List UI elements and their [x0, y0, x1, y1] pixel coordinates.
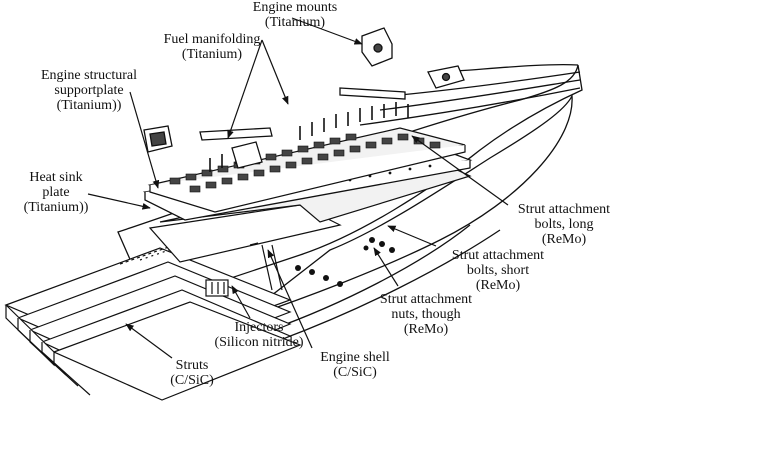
label-line: (Titanium)	[264, 15, 326, 30]
label-line: Strut attachment	[517, 202, 611, 217]
label-line: Injectors	[234, 320, 284, 335]
label-strut-nuts: Strut attachment nuts, though (ReMo)	[360, 292, 492, 337]
label-line: bolts, long	[534, 217, 594, 232]
label-strut-bolts-long: Strut attachment bolts, long (ReMo)	[498, 202, 630, 247]
label-fuel-manifolding: Fuel manifolding (Titanium)	[140, 32, 284, 62]
label-engine-mounts: Engine mounts (Titanium)	[226, 0, 364, 30]
label-line: Engine shell	[320, 350, 390, 365]
label-line: (Silicon nitride)	[214, 335, 304, 350]
label-engine-structural-supportplate: Engine structural supportplate (Titanium…	[14, 68, 164, 113]
label-line: (ReMo)	[403, 322, 449, 337]
label-line: Engine structural	[40, 68, 138, 83]
structural-supportplate-shape	[147, 127, 466, 213]
label-engine-shell: Engine shell (C/SiC)	[304, 350, 406, 380]
label-line: (Titanium))	[23, 200, 89, 215]
label-line: plate	[42, 185, 70, 200]
label-line: (Titanium))	[56, 98, 122, 113]
label-line: Fuel manifolding	[163, 32, 261, 47]
strut-stack	[4, 235, 302, 401]
label-line: Heat sink	[29, 170, 83, 185]
fuel-manifold-rods	[199, 87, 406, 141]
label-line: (C/SiC)	[333, 365, 377, 380]
label-injectors: Injectors (Silicon nitride)	[196, 320, 322, 350]
label-heat-sink-plate: Heat sink plate (Titanium))	[8, 170, 104, 215]
label-line: (C/SiC)	[170, 373, 214, 388]
label-line: supportplate	[54, 83, 124, 98]
label-line: bolts, short	[466, 263, 530, 278]
label-struts: Struts (C/SiC)	[160, 358, 224, 388]
label-line: Struts	[175, 358, 209, 373]
engine-mount-brackets	[143, 27, 465, 169]
label-line: (ReMo)	[475, 278, 521, 293]
strut-nuts	[295, 237, 395, 287]
label-line: Engine mounts	[252, 0, 338, 15]
label-line: Strut attachment	[451, 248, 545, 263]
label-line: (Titanium)	[181, 47, 243, 62]
leader-lines	[87, 17, 509, 359]
label-line: nuts, though	[391, 307, 461, 322]
label-line: (ReMo)	[541, 232, 587, 247]
label-line: Strut attachment	[379, 292, 473, 307]
label-strut-bolts-short: Strut attachment bolts, short (ReMo)	[432, 248, 564, 293]
